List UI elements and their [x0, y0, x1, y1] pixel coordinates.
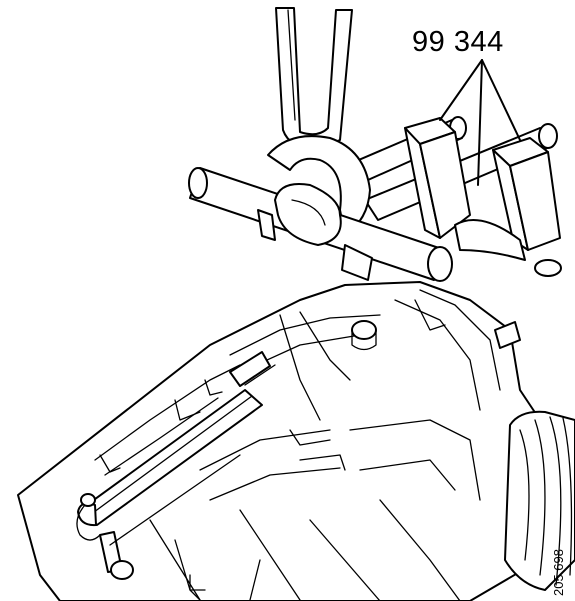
dust-boot [504, 410, 575, 591]
label-leader-lines [439, 59, 521, 186]
figure-number: 205 698 [551, 549, 566, 596]
guide-pin [76, 351, 276, 580]
lifting-hook [275, 7, 353, 150]
brake-caliper [17, 281, 556, 601]
puller-tool-99344 [188, 116, 562, 282]
tool-number-label: 99 344 [412, 26, 504, 58]
